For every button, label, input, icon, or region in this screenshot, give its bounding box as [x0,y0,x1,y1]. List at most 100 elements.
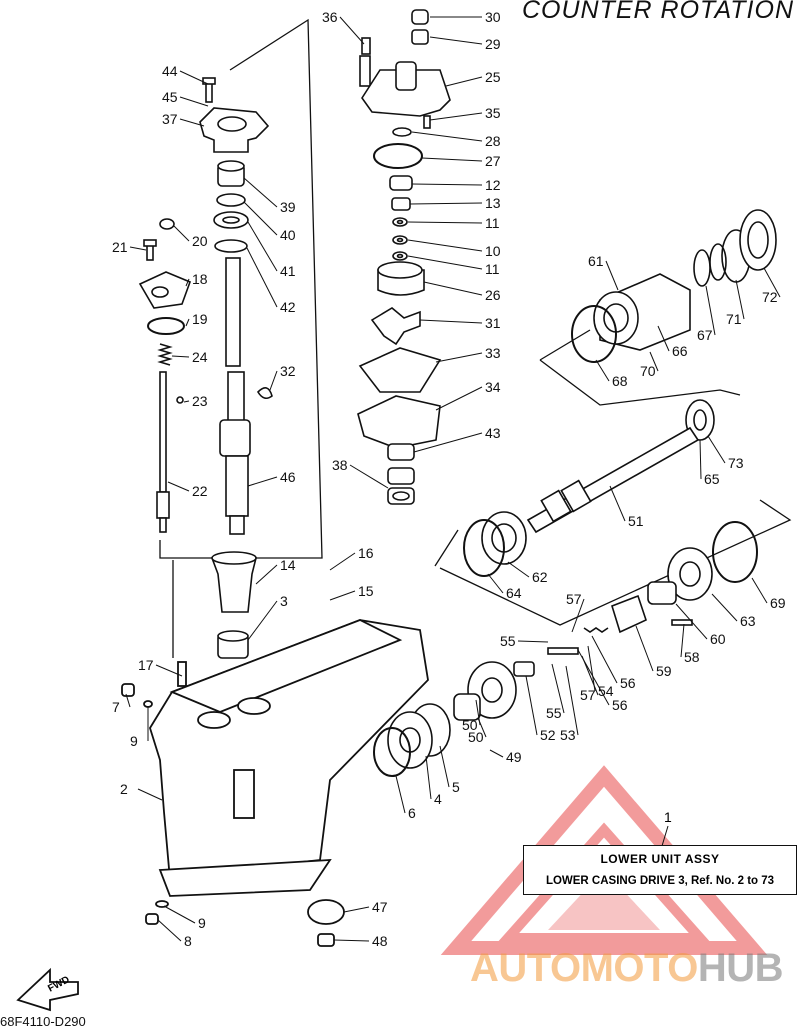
part-number-label: 19 [192,311,208,327]
part-number-label: 42 [280,299,296,315]
part-number-label: 8 [184,933,192,949]
part-number-label: 67 [697,327,713,343]
part-number-label: 50 [468,729,484,745]
leader-line [419,319,483,324]
leader-line [423,281,483,296]
part-number-label: 7 [112,699,120,715]
leader-line [343,906,370,913]
leader-line [183,400,190,403]
leader-line [649,351,659,372]
lower-unit-callout-box: LOWER UNIT ASSY LOWER CASING DRIVE 3, Re… [523,845,797,895]
leader-line [735,279,745,320]
part-number-label: 11 [485,215,500,231]
part-number-label: 55 [546,705,562,721]
callout-line-2: LOWER CASING DRIVE 3, Ref. No. 2 to 73 [545,875,775,887]
part-number-label: 3 [280,593,288,609]
leader-line [591,635,618,684]
part-number-label: 22 [192,483,208,499]
leader-line [705,285,716,336]
leader-line [125,693,131,708]
part-number-label: 15 [358,583,374,599]
part-number-label: 61 [588,253,604,269]
part-number-label: 20 [192,233,208,249]
leader-line [179,70,209,85]
leader-line [551,663,565,714]
leader-line [409,202,483,205]
leader-line [571,598,585,633]
part-number-label: 2 [120,781,128,797]
part-number-label: 18 [192,271,208,287]
lower-casing [16,619,429,1012]
part-number-label: 6 [408,805,416,821]
leader-line [635,625,654,672]
part-number-label: 16 [358,545,374,561]
part-number-label: 26 [485,287,501,303]
part-number-label: 4 [434,791,442,807]
leader-line [243,201,278,236]
part-number-label: 43 [485,425,501,441]
leader-line [339,16,365,45]
part-number-label: 24 [192,349,208,365]
leader-line [517,640,549,643]
part-number-label: 10 [485,243,501,259]
leader-line [445,76,483,87]
part-number-label: 60 [710,631,726,647]
leader-line [179,118,205,127]
part-number-label: 56 [620,675,636,691]
propeller-shaft-parts [373,209,777,777]
leader-line [605,260,619,291]
watermark-part-1: AUTOMOTO [470,946,698,990]
leader-line [435,352,483,363]
leader-line [407,221,483,224]
part-number-label: 28 [485,133,501,149]
part-number-label: 46 [280,469,296,485]
diagram-title: COUNTER ROTATION [522,0,795,24]
part-number-label: 66 [672,343,688,359]
part-number-label: 11 [485,261,500,277]
part-number-label: 54 [598,683,614,699]
leader-line [395,775,406,814]
leader-line [657,325,670,352]
part-number-label: 14 [280,557,296,573]
part-number-label: 9 [198,915,206,931]
leader-line [507,561,530,578]
leader-line [247,221,278,272]
leader-line [163,905,196,924]
part-number-label: 12 [485,177,501,193]
leader-line [413,432,483,453]
leader-line [333,939,370,942]
leader-line [329,552,356,571]
leader-line [157,919,182,942]
leader-line [425,755,432,800]
leader-line [707,435,726,464]
leader-line [269,370,278,391]
leader-line [699,439,702,480]
part-number-label: 62 [532,569,548,585]
callout-number: 1 [664,809,672,825]
leader-line [173,225,190,242]
part-number-label: 45 [162,89,178,105]
part-number-label: 37 [162,111,178,127]
part-number-label: 69 [770,595,786,611]
leader-line [243,177,278,208]
part-number-label: 72 [762,289,778,305]
leader-line [435,386,483,411]
part-number-label: 44 [162,63,178,79]
part-number-label: 30 [485,9,501,25]
leader-line [429,36,483,45]
leader-line [595,359,610,382]
leader-line [489,749,504,758]
part-number-label: 41 [280,263,296,279]
leader-line [680,623,685,658]
leader-line [179,96,209,107]
part-number-label: 9 [130,733,138,749]
part-number-label: 33 [485,345,501,361]
leader-line [429,112,483,121]
part-number-label: 47 [372,899,388,915]
part-number-label: 35 [485,105,501,121]
part-number-label: 34 [485,379,501,395]
leader-line [439,745,450,788]
part-number-label: 57 [566,591,582,607]
